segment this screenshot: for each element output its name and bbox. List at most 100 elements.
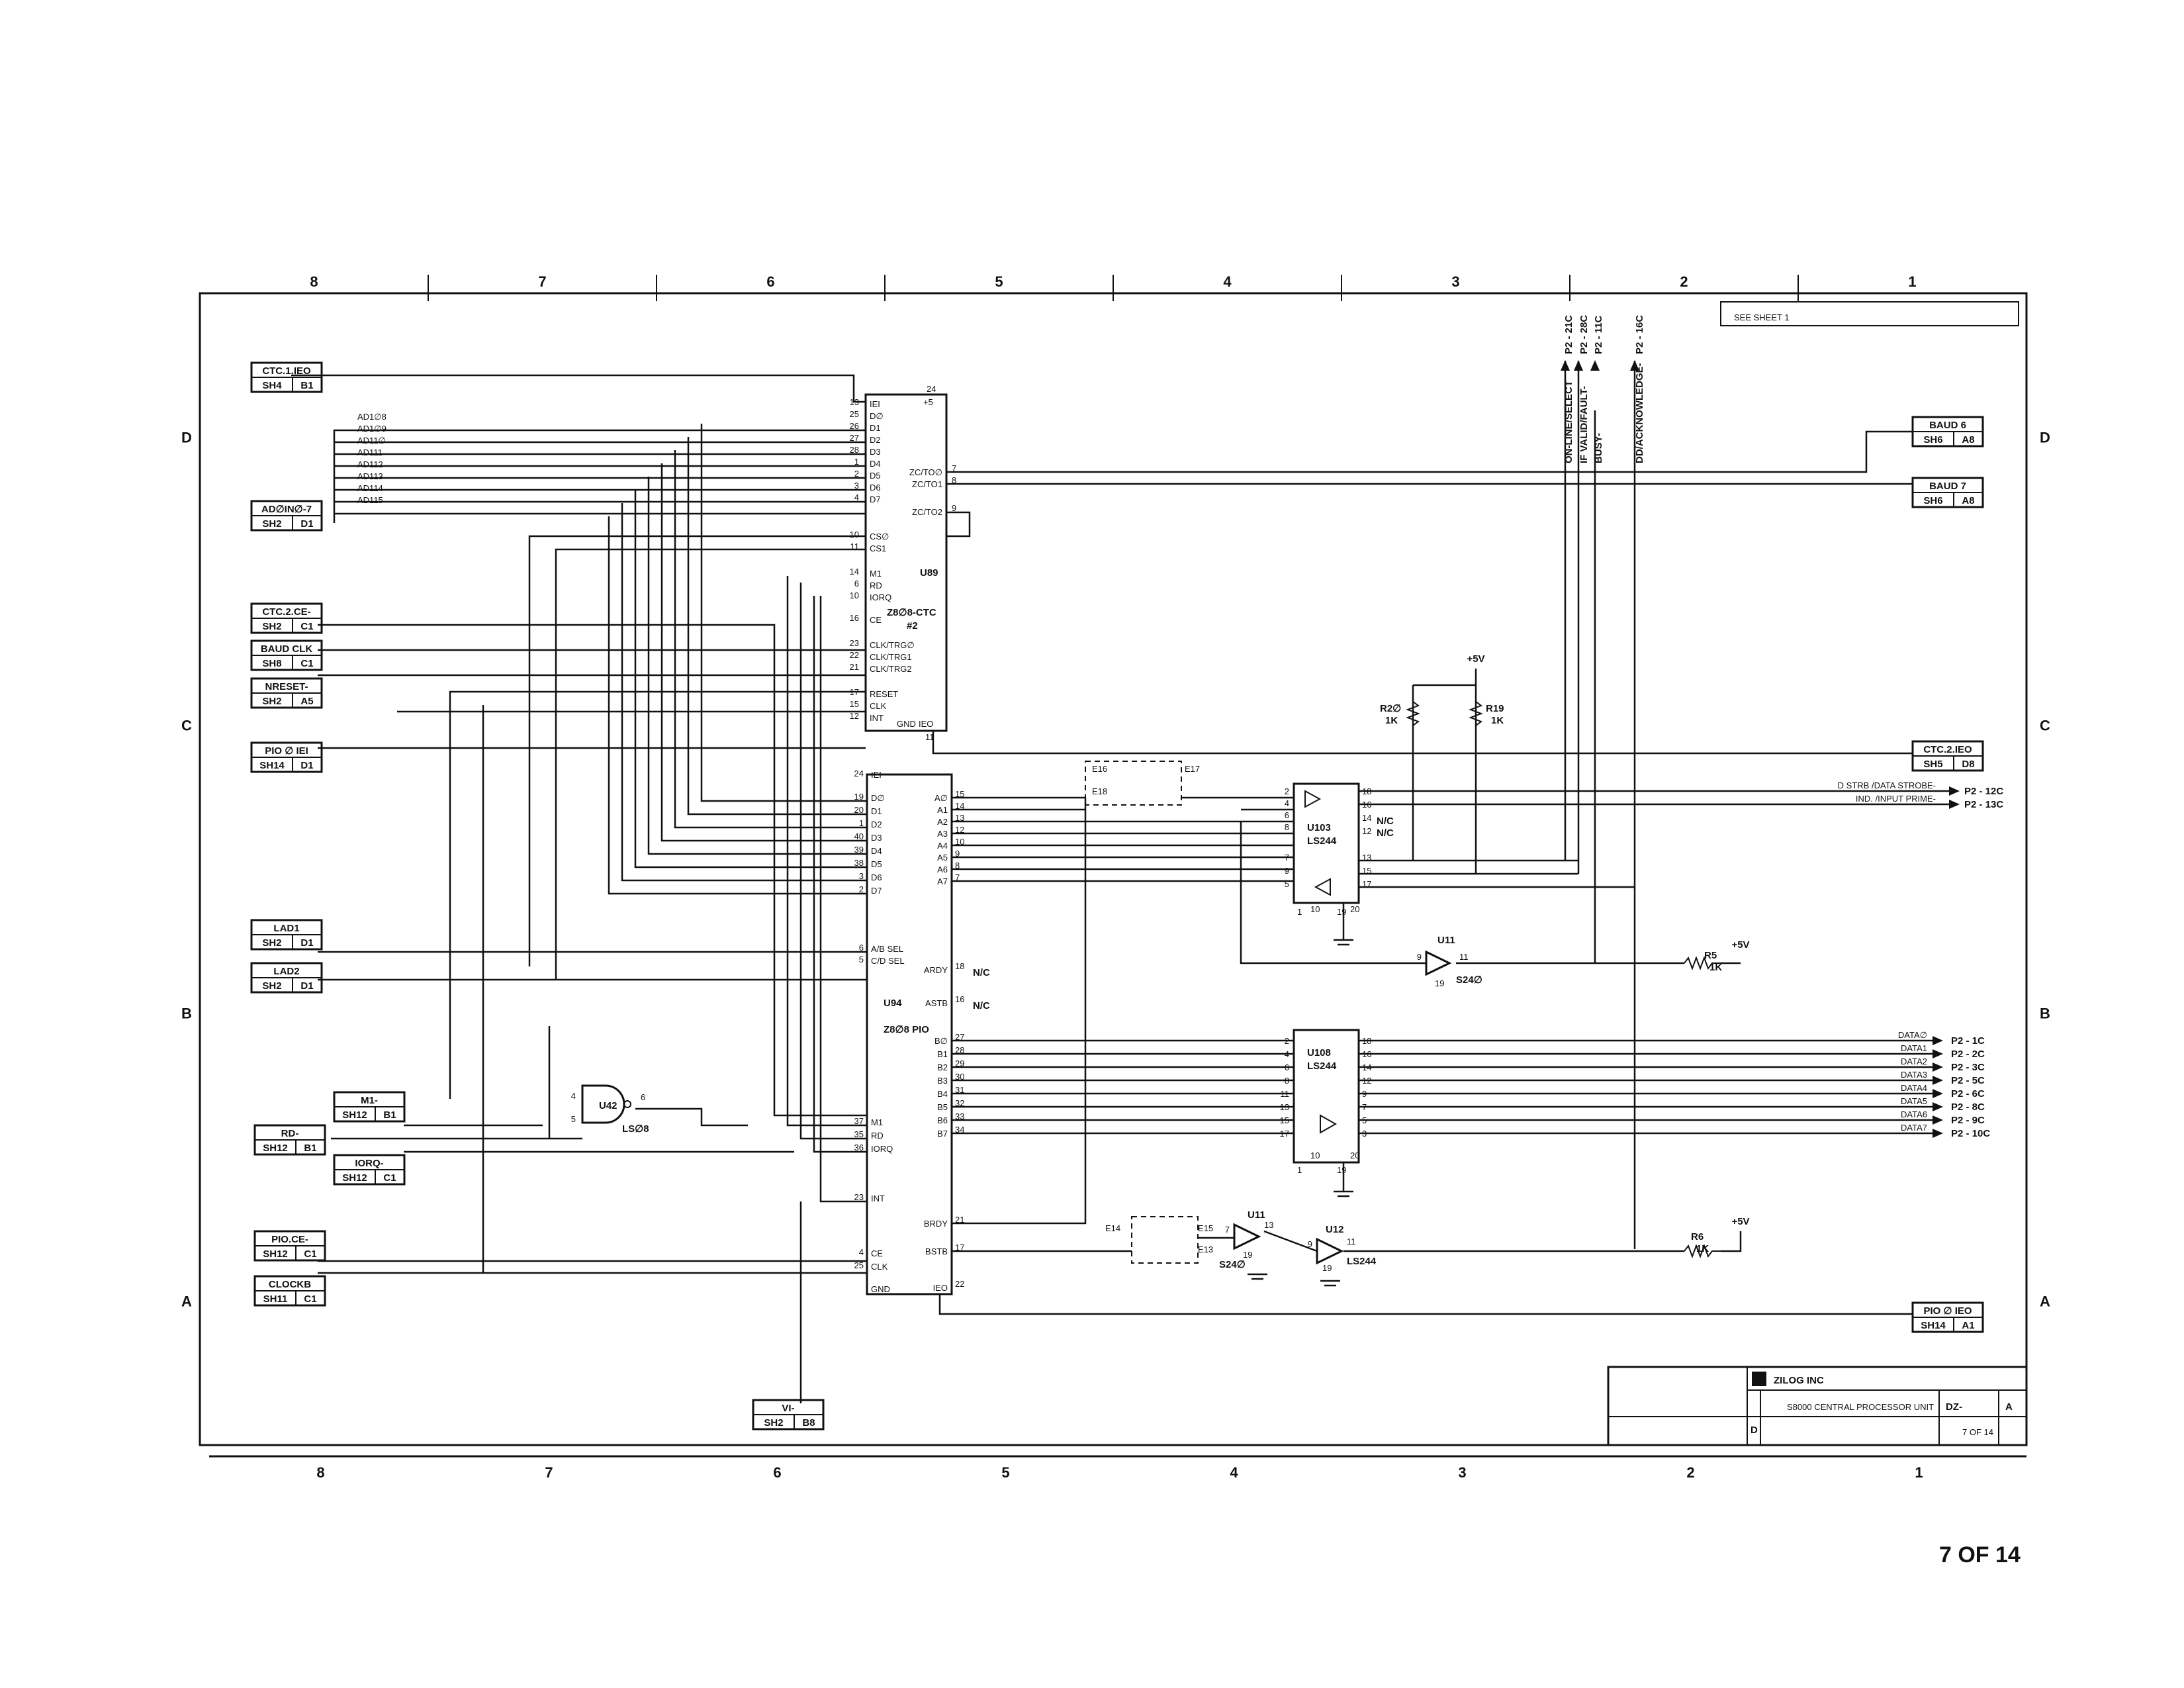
zone-col-bottom-8: 8 xyxy=(316,1464,324,1481)
u103-ctrl-3: 20 xyxy=(1350,904,1359,914)
ref-iorq-zone: C1 xyxy=(383,1172,396,1184)
ref-pioieo-sheet: SH14 xyxy=(1921,1320,1946,1331)
strobe-out-name-1: IND. /INPUT PRIME- xyxy=(1856,794,1936,804)
u103-nc-0: N/C xyxy=(1377,816,1394,827)
ad-bus-label-0: AD1∅8 xyxy=(357,412,387,422)
pio-b-pin-1: 28 xyxy=(955,1045,964,1055)
data-arrow-0 xyxy=(1933,1036,1943,1045)
ad-bus-label-6: AD114 xyxy=(357,483,383,493)
u103-ctrl-1: 19 xyxy=(1337,907,1346,917)
u108-buffer-body xyxy=(1293,1029,1360,1164)
u108-out-pin-4: 9 xyxy=(1362,1089,1367,1099)
ctc-input-14: CE xyxy=(870,615,882,625)
ref-vi-sheet: SH2 xyxy=(764,1417,783,1429)
ctc-input-pin-14: 16 xyxy=(850,613,859,623)
ctc-gnd: GND xyxy=(897,719,916,729)
ref-rd-name: RD- xyxy=(281,1128,299,1139)
resistor-0-value: 1K xyxy=(1385,715,1398,726)
ref-m1-name: M1- xyxy=(361,1095,378,1106)
u11a-designator: U11 xyxy=(1437,935,1455,946)
zone-col-top-7: 7 xyxy=(538,273,546,290)
pio-b-4: B4 xyxy=(937,1089,948,1099)
pio-input-16: CLK xyxy=(871,1262,888,1272)
ref-lad2-name: LAD2 xyxy=(273,966,299,977)
pio-side-pin-0: 18 xyxy=(955,961,964,971)
sheet-number: 7 OF 14 xyxy=(1939,1542,2021,1568)
top-connector-1: IF VALID/FAULT- xyxy=(1578,386,1590,463)
ctc-input-pin-15: 23 xyxy=(850,638,859,648)
data-out-name-0: DATA∅ xyxy=(1898,1030,1927,1040)
ref-baud7-sheet: SH6 xyxy=(1923,495,1942,506)
zilog-logo xyxy=(1752,1372,1766,1386)
ctc-output-pin-1: 8 xyxy=(952,475,956,485)
data-out-name-7: DATA7 xyxy=(1901,1123,1927,1133)
u103-rlow-pin-1: 15 xyxy=(1362,866,1371,876)
data-out-pin-1: P2 - 2C xyxy=(1951,1049,1985,1060)
zone-col-top-4: 4 xyxy=(1223,273,1232,290)
u108-out-pin-3: 12 xyxy=(1362,1076,1371,1086)
ctc-input-1: D∅ xyxy=(870,411,884,421)
u11b-pin-out: 13 xyxy=(1264,1220,1273,1230)
u103-low-pin-2: 5 xyxy=(1285,879,1289,889)
ctc-input-pin-12: 6 xyxy=(854,579,859,588)
ref-nreset-sheet: SH2 xyxy=(262,696,281,707)
top-pin-1: P2 - 28C xyxy=(1578,315,1590,354)
pio-input-pin-14: 23 xyxy=(854,1192,864,1202)
zone-row-left-A: A xyxy=(181,1293,192,1310)
ref-pioce-name: PIO.CE- xyxy=(271,1234,308,1245)
ref-lad2-zone: D1 xyxy=(300,980,313,992)
zone-row-right-A: A xyxy=(2040,1293,2050,1310)
strobe-arrow-1 xyxy=(1949,800,1960,809)
u11b-designator: U11 xyxy=(1248,1209,1265,1221)
u103-part: LS244 xyxy=(1307,835,1337,847)
pio-input-5: D4 xyxy=(871,846,882,856)
pio-side-pin-3: 17 xyxy=(955,1243,964,1252)
ctc-input-pin-4: 28 xyxy=(850,445,859,455)
zone-col-bottom-7: 7 xyxy=(545,1464,553,1481)
pio-side-pin-4: 22 xyxy=(955,1279,964,1289)
data-out-pin-2: P2 - 3C xyxy=(1951,1062,1985,1073)
ctc-sub: #2 xyxy=(907,620,918,632)
ctc-input-16: CLK/TRG1 xyxy=(870,652,912,662)
zone-col-top-2: 2 xyxy=(1680,273,1688,290)
data-out-pin-0: P2 - 1C xyxy=(1951,1035,1985,1047)
pio-ardy-nc: N/C xyxy=(973,967,990,978)
data-out-name-1: DATA1 xyxy=(1901,1043,1927,1053)
r19-resistor xyxy=(1469,701,1483,726)
pio-input-15: CE xyxy=(871,1248,883,1258)
pio-a-pin-6: 8 xyxy=(955,861,960,870)
u103-rlow-pin-2: 17 xyxy=(1362,879,1371,889)
u42-pin-b: 5 xyxy=(571,1114,576,1124)
pio-input-pin-6: 38 xyxy=(854,858,864,868)
u42-part: LS∅8 xyxy=(622,1123,649,1135)
pio-input-14: INT xyxy=(871,1194,885,1203)
jumper-E16: E16 xyxy=(1092,764,1107,774)
ref-ctc1-sheet: SH4 xyxy=(262,380,282,391)
ref-ctc1-name: CTC.1.IEO xyxy=(262,365,311,377)
zone-col-top-1: 1 xyxy=(1908,273,1916,290)
zone-row-left-B: B xyxy=(181,1006,192,1022)
ctc-input-pin-9: 10 xyxy=(850,530,859,539)
supply-label-r5: +5V xyxy=(1731,939,1749,951)
resistor-3-name: R6 xyxy=(1691,1231,1704,1243)
ad-bus-label-4: AD112 xyxy=(357,459,383,469)
ground-symbols xyxy=(1248,939,1353,1287)
u103-out-pin-2: 14 xyxy=(1362,813,1371,823)
u103-nc-1: N/C xyxy=(1377,827,1394,839)
ref-baud6-name: BAUD 6 xyxy=(1929,420,1966,431)
u108-in-pin-2: 6 xyxy=(1285,1062,1289,1072)
u12-pin-out: 11 xyxy=(1347,1237,1356,1246)
zone-col-top-6: 6 xyxy=(766,273,774,290)
pio-a-0: A∅ xyxy=(934,793,948,803)
zone-row-right-D: D xyxy=(2040,430,2050,446)
ctc-input-pin-18: 17 xyxy=(850,687,859,697)
ctc-input-11: M1 xyxy=(870,569,882,579)
pio-b-pin-0: 27 xyxy=(955,1032,964,1042)
u103-in-pin-3: 8 xyxy=(1285,822,1289,832)
top-pin-2: P2 - 11C xyxy=(1593,315,1604,354)
data-out-pin-3: P2 - 5C xyxy=(1951,1075,1985,1086)
ctc-input-pin-11: 14 xyxy=(850,567,859,577)
ctc-designator: U89 xyxy=(920,567,938,579)
data-out-pin-6: P2 - 9C xyxy=(1951,1115,1985,1126)
